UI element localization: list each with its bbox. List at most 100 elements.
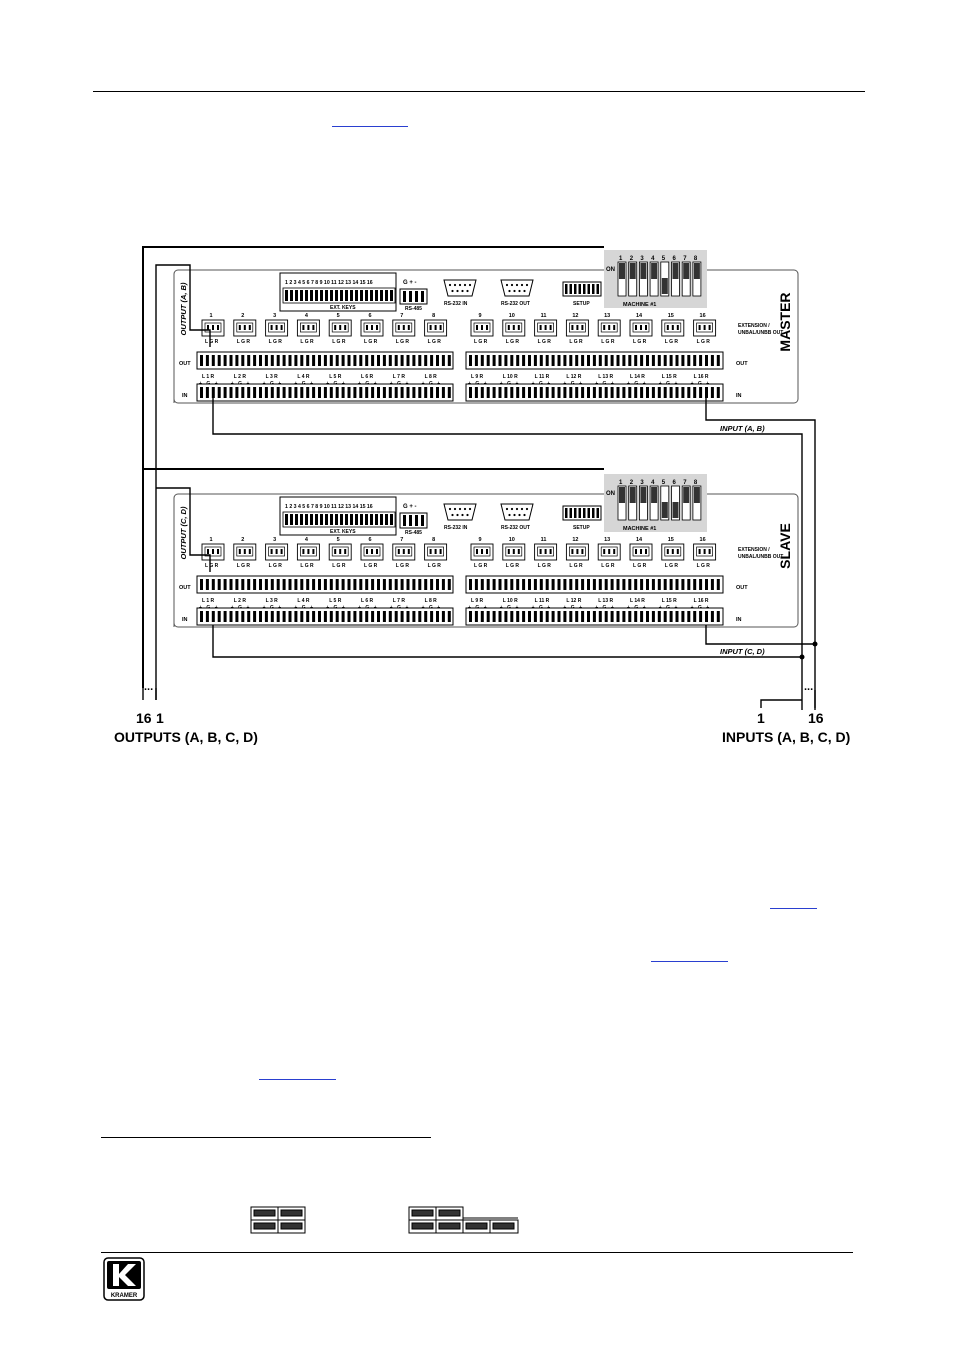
out-terminal-pin bbox=[646, 355, 649, 366]
in-terminal-pin bbox=[681, 387, 685, 398]
ext-keys-pin bbox=[390, 514, 393, 525]
lgr-label: L G R bbox=[506, 563, 520, 569]
terminal-pin bbox=[238, 325, 241, 330]
out-terminal-pin bbox=[469, 355, 472, 366]
in-terminal-pin bbox=[498, 387, 502, 398]
terminal-pin bbox=[371, 549, 373, 554]
in-terminal-pin bbox=[412, 387, 416, 398]
terminal-pin bbox=[238, 549, 241, 554]
terminal-socket bbox=[696, 546, 713, 557]
in-terminal-pin bbox=[522, 611, 526, 622]
lgr-label: L G R bbox=[332, 339, 346, 345]
ext-keys-connector bbox=[282, 511, 396, 528]
in-terminal-pin bbox=[646, 387, 649, 398]
out-terminal-pin bbox=[563, 579, 567, 590]
channel-lr-label: L 10 R bbox=[503, 374, 518, 380]
dip-switch-lever bbox=[651, 263, 658, 279]
channel-lr-label: L 11 R bbox=[535, 374, 550, 380]
out-terminal-pin bbox=[441, 355, 445, 366]
ext-keys-pin bbox=[350, 514, 353, 525]
channel-number: 6 bbox=[368, 537, 371, 543]
channel-number: 14 bbox=[636, 313, 643, 319]
ext-keys-pin bbox=[335, 514, 338, 525]
channel-lr-label: L 7 R bbox=[393, 598, 406, 604]
channel-lr-label: L 16 R bbox=[694, 374, 709, 380]
dip-number: 6 bbox=[673, 480, 677, 486]
out-terminal-pin bbox=[622, 579, 626, 590]
out-terminal-pin bbox=[400, 579, 404, 590]
out-terminal-pin bbox=[217, 355, 221, 366]
out-terminal-pin bbox=[557, 355, 561, 366]
out-terminal-pin bbox=[533, 355, 537, 366]
out-terminal-pin bbox=[217, 579, 221, 590]
out-terminal-pin bbox=[657, 355, 661, 366]
extension-label: EXTENSION / bbox=[738, 323, 770, 329]
in-terminal-pin bbox=[646, 611, 649, 622]
cross-reference-link[interactable] bbox=[770, 908, 817, 909]
in-terminal-pin bbox=[241, 611, 245, 622]
terminal-pin bbox=[312, 549, 315, 554]
rs485-pin bbox=[415, 515, 418, 526]
terminal-pin bbox=[407, 325, 410, 330]
terminal-pin bbox=[212, 549, 214, 554]
terminal-pin bbox=[339, 325, 342, 330]
cross-reference-link[interactable] bbox=[259, 1079, 336, 1080]
in-terminal-pin bbox=[569, 611, 573, 622]
db9-pin bbox=[458, 507, 462, 511]
out-terminal-pin bbox=[347, 355, 351, 366]
out-terminal-pin bbox=[270, 579, 274, 590]
out-terminal-pin bbox=[382, 579, 386, 590]
lgr-label: L G R bbox=[633, 339, 647, 345]
in-terminal-pin bbox=[551, 611, 555, 622]
cross-reference-link[interactable] bbox=[651, 961, 728, 962]
ext-keys-pin bbox=[380, 514, 383, 525]
ext-keys-pin bbox=[345, 514, 348, 525]
in-terminal-pin bbox=[447, 611, 451, 622]
in-terminal-pin bbox=[441, 611, 445, 622]
out-terminal-pin bbox=[247, 355, 251, 366]
channel-number: 2 bbox=[241, 537, 244, 543]
terminal-socket bbox=[505, 546, 523, 557]
db9-pin bbox=[453, 283, 457, 287]
out-terminal-pin bbox=[710, 579, 714, 590]
in-terminal-pin bbox=[447, 387, 451, 398]
db9-pin bbox=[518, 513, 521, 517]
out-terminal-pin bbox=[406, 579, 410, 590]
terminal-pin bbox=[270, 325, 273, 330]
out-terminal-pin bbox=[418, 579, 422, 590]
terminal-pin bbox=[481, 325, 483, 330]
out-terminal-pin bbox=[377, 579, 380, 590]
db9-pin bbox=[508, 289, 511, 293]
terminal-socket bbox=[473, 546, 491, 557]
ext-keys-pin bbox=[370, 290, 373, 301]
terminal-pin bbox=[571, 325, 574, 330]
rs485-pin bbox=[421, 291, 424, 302]
terminal-pin bbox=[307, 549, 310, 554]
ext-keys-pin bbox=[385, 514, 388, 525]
out-terminal-pin bbox=[312, 579, 316, 590]
out-terminal-pin bbox=[610, 579, 614, 590]
out-terminal-pin bbox=[412, 355, 416, 366]
in-terminal-pin bbox=[259, 611, 262, 622]
out-terminal-pin bbox=[406, 355, 410, 366]
setup-pin bbox=[578, 284, 581, 294]
out-terminal-pin bbox=[516, 355, 520, 366]
in-terminal-pin bbox=[628, 611, 632, 622]
lgr-label: L G R bbox=[665, 563, 679, 569]
out-terminal-pin bbox=[486, 579, 490, 590]
terminal-pin bbox=[339, 549, 342, 554]
rs232-out-port-label: RS-232 OUT bbox=[501, 525, 530, 531]
in-terminal-pin bbox=[436, 387, 439, 398]
terminal-pin bbox=[402, 325, 405, 330]
ext-keys-pin bbox=[355, 514, 358, 525]
cross-reference-link[interactable] bbox=[332, 126, 408, 127]
ext-keys-label: EXT. KEYS bbox=[330, 529, 356, 535]
db9-pin bbox=[468, 283, 472, 287]
channel-number: 8 bbox=[432, 313, 435, 319]
out-terminal-pin bbox=[498, 579, 502, 590]
terminal-socket bbox=[363, 546, 381, 557]
db9-pin bbox=[463, 507, 467, 511]
out-terminal-pin bbox=[259, 355, 262, 366]
lgr-label: L G R bbox=[428, 339, 442, 345]
in-terminal-pin bbox=[486, 611, 490, 622]
